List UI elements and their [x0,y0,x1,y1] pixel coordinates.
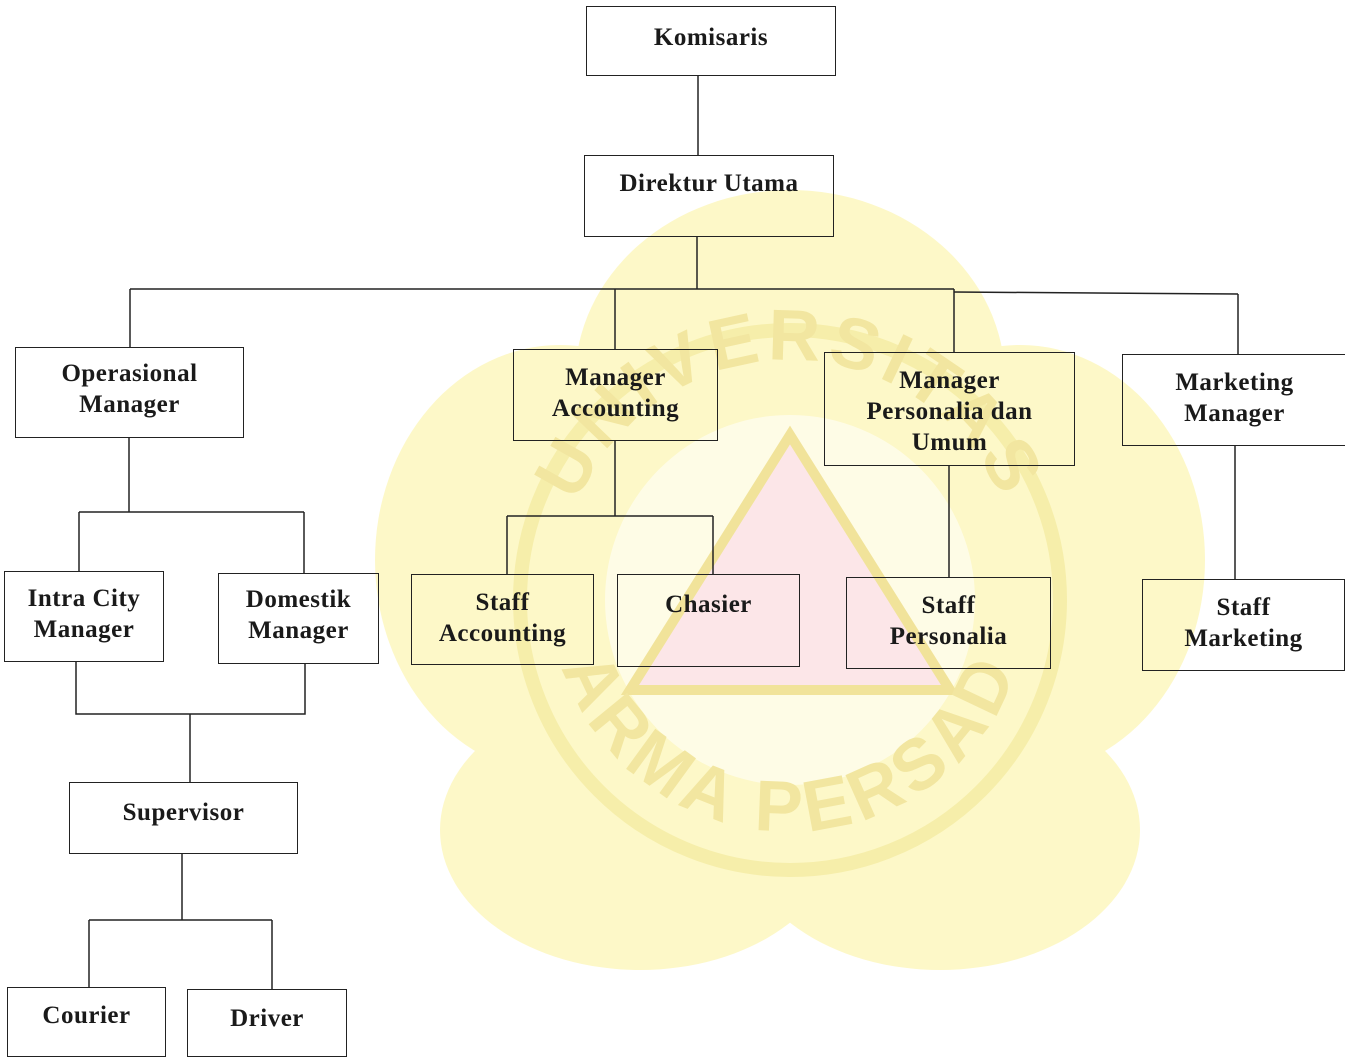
node-staff-personalia: Staff Personalia [846,577,1051,669]
node-staff-accounting: Staff Accounting [411,574,594,665]
node-label: Staff Accounting [439,587,566,649]
node-courier: Courier [7,987,166,1057]
label-line: Direktur Utama [619,170,799,197]
node-label: Direktur Utama [620,168,799,199]
connector-intracity-join [75,662,306,715]
seal-petal [740,690,1140,970]
label-line: Komisaris [653,24,769,51]
label-line: Courier [42,1002,131,1029]
label-line: Chasier [665,591,752,618]
connector-managers-bus-right [953,291,1239,295]
node-staff-marketing: Staff Marketing [1142,579,1345,671]
label-line: Marketing [1175,369,1294,396]
label-line: Supervisor [122,799,245,826]
node-label: Staff Marketing [1184,592,1302,654]
label-line: Manager [899,367,1000,394]
node-intra-city-manager: Intra City Manager [4,571,164,662]
node-label: Staff Personalia [890,590,1008,652]
label-line: Manager [565,364,666,391]
label-line: Personalia [889,623,1008,650]
node-label: Courier [42,1000,130,1031]
label-line: Intra City [27,585,141,612]
node-komisaris: Komisaris [586,6,836,76]
label-line: Manager [248,617,349,644]
node-direktur-utama: Direktur Utama [584,155,834,237]
node-label: Komisaris [654,22,768,53]
node-label: Operasional Manager [61,358,197,420]
label-line: Personalia dan [866,398,1033,425]
node-label: Domestik Manager [246,584,351,646]
label-line: Staff [1216,594,1271,621]
label-line: Domestik [245,586,352,613]
label-line: Marketing [1184,625,1303,652]
node-label: Marketing Manager [1175,367,1293,429]
node-label: Supervisor [123,797,245,828]
node-label: Intra City Manager [28,583,141,645]
label-line: Staff [475,589,530,616]
node-manager-personalia: Manager Personalia dan Umum [824,352,1075,466]
label-line: Operasional [61,360,198,387]
node-label: Chasier [665,589,752,620]
node-label: Manager Personalia dan Umum [866,365,1032,458]
node-manager-accounting: Manager Accounting [513,349,718,441]
node-driver: Driver [187,989,347,1057]
node-label: Manager Accounting [552,362,679,424]
node-chasier: Chasier [617,574,800,667]
node-label: Driver [230,1003,304,1034]
label-line: Manager [1184,400,1285,427]
label-line: Staff [921,592,976,619]
label-line: Accounting [551,395,680,422]
node-operasional-manager: Operasional Manager [15,347,244,438]
label-line: Accounting [438,620,567,647]
seal-petal [440,690,840,970]
node-supervisor: Supervisor [69,782,298,854]
label-line: Manager [33,616,135,643]
node-domestik-manager: Domestik Manager [218,573,379,664]
label-line: Driver [230,1005,304,1032]
label-line: Manager [79,391,180,418]
label-line: Umum [911,429,988,456]
node-marketing-manager: Marketing Manager [1122,354,1345,446]
